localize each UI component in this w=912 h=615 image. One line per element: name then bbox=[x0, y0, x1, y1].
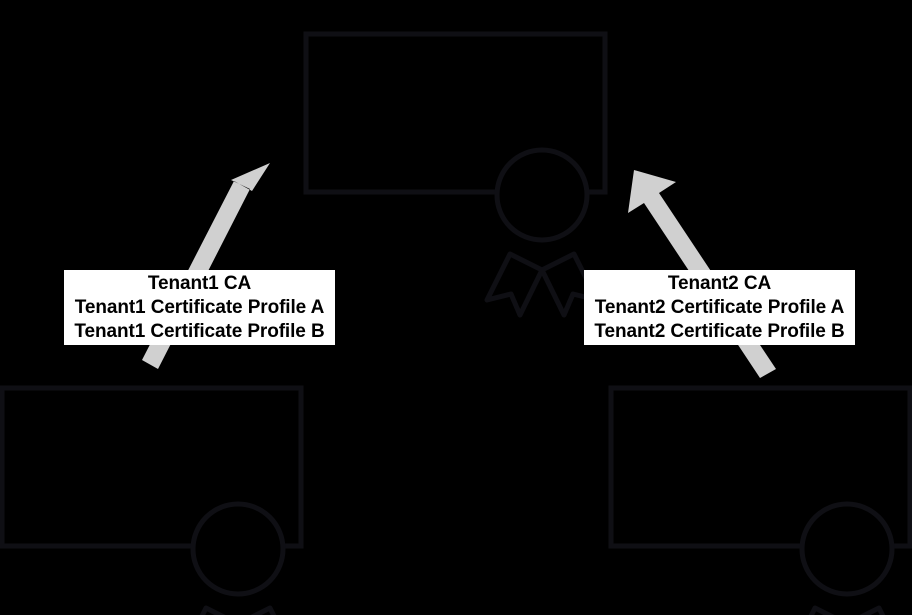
label-tenant2-line3: Tenant2 Certificate Profile B bbox=[594, 320, 845, 342]
label-box-tenant1: Tenant1 CA Tenant1 Certificate Profile A… bbox=[64, 270, 335, 345]
label-tenant1-line1: Tenant1 CA bbox=[147, 272, 252, 294]
label-tenant2-line2: Tenant2 Certificate Profile A bbox=[594, 296, 845, 318]
label-tenant1-line3: Tenant1 Certificate Profile B bbox=[74, 320, 325, 342]
label-box-tenant2: Tenant2 CA Tenant2 Certificate Profile A… bbox=[584, 270, 855, 345]
label-tenant1-line2: Tenant1 Certificate Profile A bbox=[74, 296, 325, 318]
label-tenant2-line1: Tenant2 CA bbox=[667, 272, 772, 294]
